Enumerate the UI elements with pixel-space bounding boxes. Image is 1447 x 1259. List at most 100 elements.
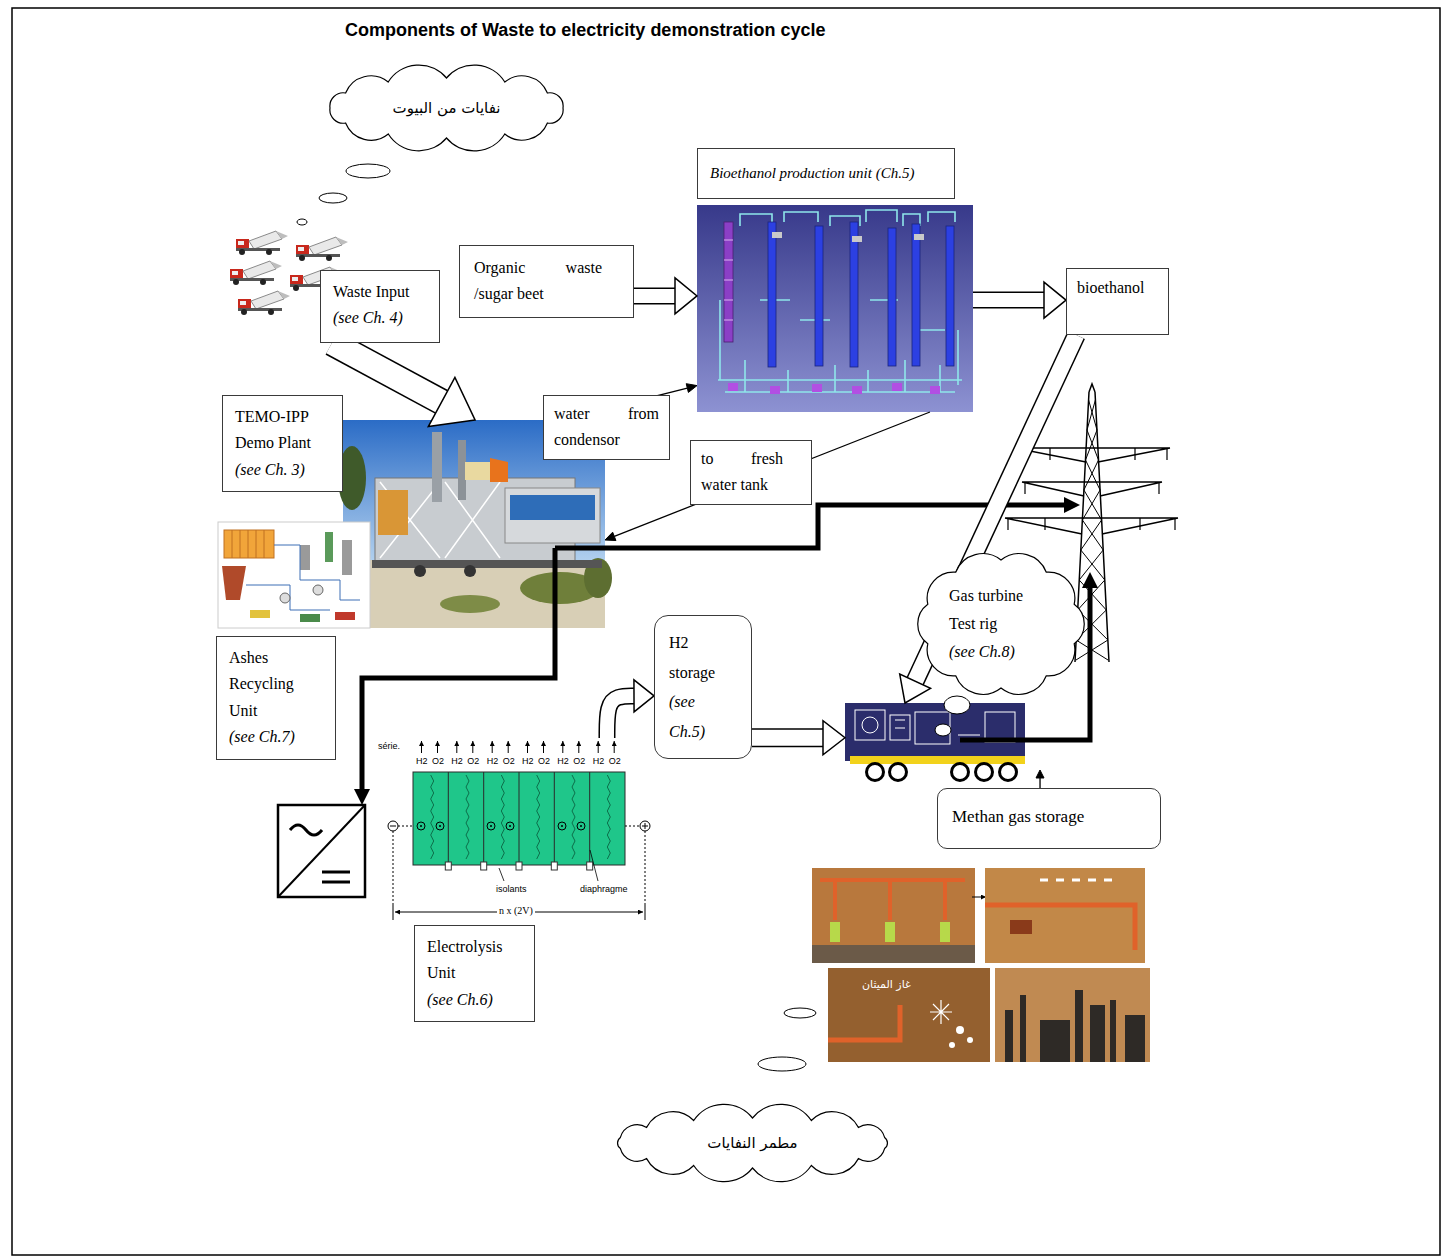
plant-schematic (300, 614, 320, 622)
electrolysis-stack-drawing (448, 772, 589, 865)
pylon (1008, 448, 1175, 530)
electrolysis-stack-drawing (393, 831, 645, 904)
node-text: Organic waste /sugar beet (474, 255, 602, 308)
demo-plant-photo (505, 488, 600, 543)
flow-arrow (900, 335, 1077, 703)
bioethanol-plant-render (946, 226, 954, 366)
bioethanol-plant-render (815, 226, 823, 366)
arrow-outline (915, 335, 1076, 681)
edge-label: to fresh water tank (701, 446, 783, 499)
methane-panels (1110, 1000, 1116, 1062)
bioethanol-plant-render (724, 240, 733, 320)
part-label: H2 (522, 756, 534, 767)
waste-trucks (230, 261, 282, 285)
arrow-body (752, 730, 823, 746)
label-slot: H2 (451, 756, 463, 767)
electrolysis-stack-drawing (577, 822, 585, 830)
gas-turbine-truck (862, 717, 878, 733)
electrolysis-stack-drawing (445, 862, 451, 870)
bioethanol-plant-render (912, 224, 920, 366)
node-text: نفايات من البيوت (337, 96, 557, 121)
plant-schematic (300, 545, 310, 570)
bioethanol-plant-render (888, 228, 896, 366)
methane-panels (985, 868, 1145, 963)
electrolysis-stack-drawing (509, 825, 511, 827)
methane-panels (1010, 920, 1032, 934)
electrolysis-stack-drawing (420, 825, 422, 827)
arrow-head (605, 532, 616, 540)
methane-panels (1005, 990, 1145, 1062)
demo-plant-photo (432, 432, 442, 502)
cloud-text-area: مطمر النفايات (623, 1106, 883, 1180)
bioethanol-plant-render (770, 386, 780, 394)
electrolysis-stack-drawing (598, 741, 599, 753)
electrolysis-stack-drawing (642, 823, 648, 829)
methane-panels (1090, 1005, 1105, 1062)
unit-illustration: Bioethanol production unit (Ch.5) (697, 148, 973, 412)
label-slot: O2 (503, 756, 515, 767)
demo-plant-photo (440, 595, 500, 613)
arrow-head (634, 680, 654, 712)
methane-panels (812, 868, 1150, 1062)
electrolysis-stack-drawing (388, 741, 650, 920)
methane-panels (812, 868, 975, 963)
electrolysis-stack-drawing (506, 822, 514, 830)
arrow-outline (634, 287, 675, 304)
electrolysis-stack-drawing (436, 822, 444, 830)
part-label: H2 (451, 756, 463, 767)
power-wire (362, 548, 555, 789)
part-label: isolants (496, 884, 527, 895)
waste-trucks (230, 231, 348, 315)
electrolysis-stack-drawing (561, 825, 563, 827)
methane-panels (1125, 1015, 1145, 1062)
label-slot: O2 (573, 756, 585, 767)
label-slot: O2 (432, 756, 444, 767)
bioethanol-plant-render (914, 234, 924, 240)
demo-plant-photo (490, 458, 508, 482)
node-text: (see Ch.6) (427, 987, 522, 1013)
arrow-head (823, 721, 845, 755)
electrolysis-stack-drawing (490, 825, 492, 827)
electrolysis-stack-drawing (472, 741, 473, 753)
bioethanol-plant-render (850, 222, 858, 367)
plant-schematic (222, 566, 246, 600)
cloud-outline (918, 554, 1085, 695)
arrow-head (1044, 282, 1066, 318)
label-slot: O2 (609, 756, 621, 767)
acdc-converter (278, 805, 365, 897)
thought-cloud: مطمر النفايات (605, 1106, 900, 1180)
node-text: H2 storage (669, 628, 731, 687)
label-slot: isolants (496, 884, 527, 895)
electrolysis-stack-drawing (578, 741, 579, 753)
plant-schematic (335, 612, 355, 620)
thought-cloud: نفايات من البيوت (318, 66, 575, 150)
methane-panels (820, 880, 965, 920)
bioethanol-plant-render (697, 205, 973, 412)
methane-panels (1040, 879, 1112, 882)
arrow-outline (607, 696, 634, 738)
gas-turbine-truck (976, 764, 993, 781)
bioethanol-plant-render (852, 236, 862, 242)
part-label: O2 (573, 756, 585, 767)
acdc-converter (290, 825, 322, 835)
pylon (1005, 518, 1178, 534)
flow-arrow (607, 680, 654, 738)
part-label: diaphragme (580, 884, 628, 895)
bioethanol-plant-render (697, 205, 973, 412)
arrow-body (634, 289, 675, 303)
gas-turbine-truck (895, 720, 980, 735)
label-slot: série. (378, 741, 400, 752)
plant-schematic (313, 585, 323, 595)
edge-label-box: water from condensor (543, 395, 670, 460)
electrolysis-stack-drawing (481, 862, 487, 870)
node-text: TEMO-IPP Demo Plant (235, 404, 330, 457)
bioethanol-plant-render (812, 384, 822, 392)
demo-plant-photo (510, 495, 595, 520)
pylon (1015, 448, 1170, 462)
flow-arrow (605, 412, 930, 541)
label-slot: H2 (487, 756, 499, 767)
